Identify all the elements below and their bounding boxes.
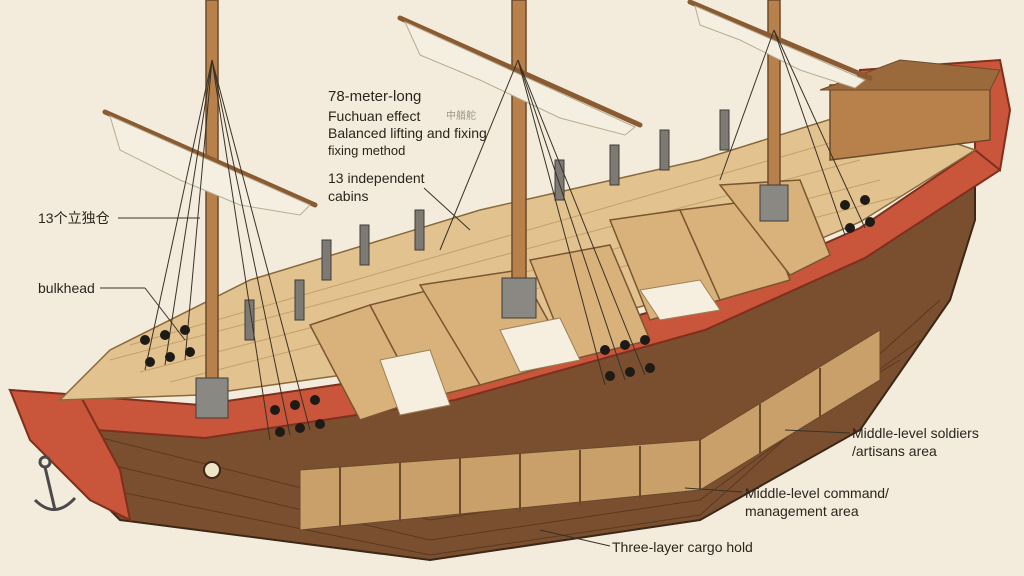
anchor-icon xyxy=(33,455,77,511)
hold-frames xyxy=(339,368,821,526)
deadeyes xyxy=(140,195,875,437)
mast-bases xyxy=(195,184,789,419)
label-cabins-2: cabins xyxy=(328,188,369,204)
label-cn-cabins: 13个立独仓 xyxy=(38,210,110,226)
label-command-1: Middle-level command/ xyxy=(745,485,889,501)
yards xyxy=(102,0,873,208)
porthole xyxy=(203,461,221,479)
rigging xyxy=(144,29,866,441)
label-command-2: management area xyxy=(745,503,859,519)
deck-posts xyxy=(244,109,730,341)
label-soldiers-2: /artisans area xyxy=(852,443,937,459)
leader-lines xyxy=(100,187,851,547)
cabin-white-walls xyxy=(379,279,721,416)
label-bulkhead: bulkhead xyxy=(38,280,95,296)
label-fuchuan: Fuchuan effect xyxy=(328,108,421,124)
stern-cabin-roof xyxy=(819,59,1001,91)
label-cabins-1: 13 independent xyxy=(328,170,425,186)
label-length: 78-meter-long xyxy=(328,88,422,105)
label-cargo: Three-layer cargo hold xyxy=(612,539,753,555)
label-fixing: fixing method xyxy=(328,143,406,158)
label-faint-cn: 中艏舵 xyxy=(446,111,476,122)
label-soldiers-1: Middle-level soldiers xyxy=(852,425,979,441)
label-balanced: Balanced lifting and fixing xyxy=(328,125,487,141)
